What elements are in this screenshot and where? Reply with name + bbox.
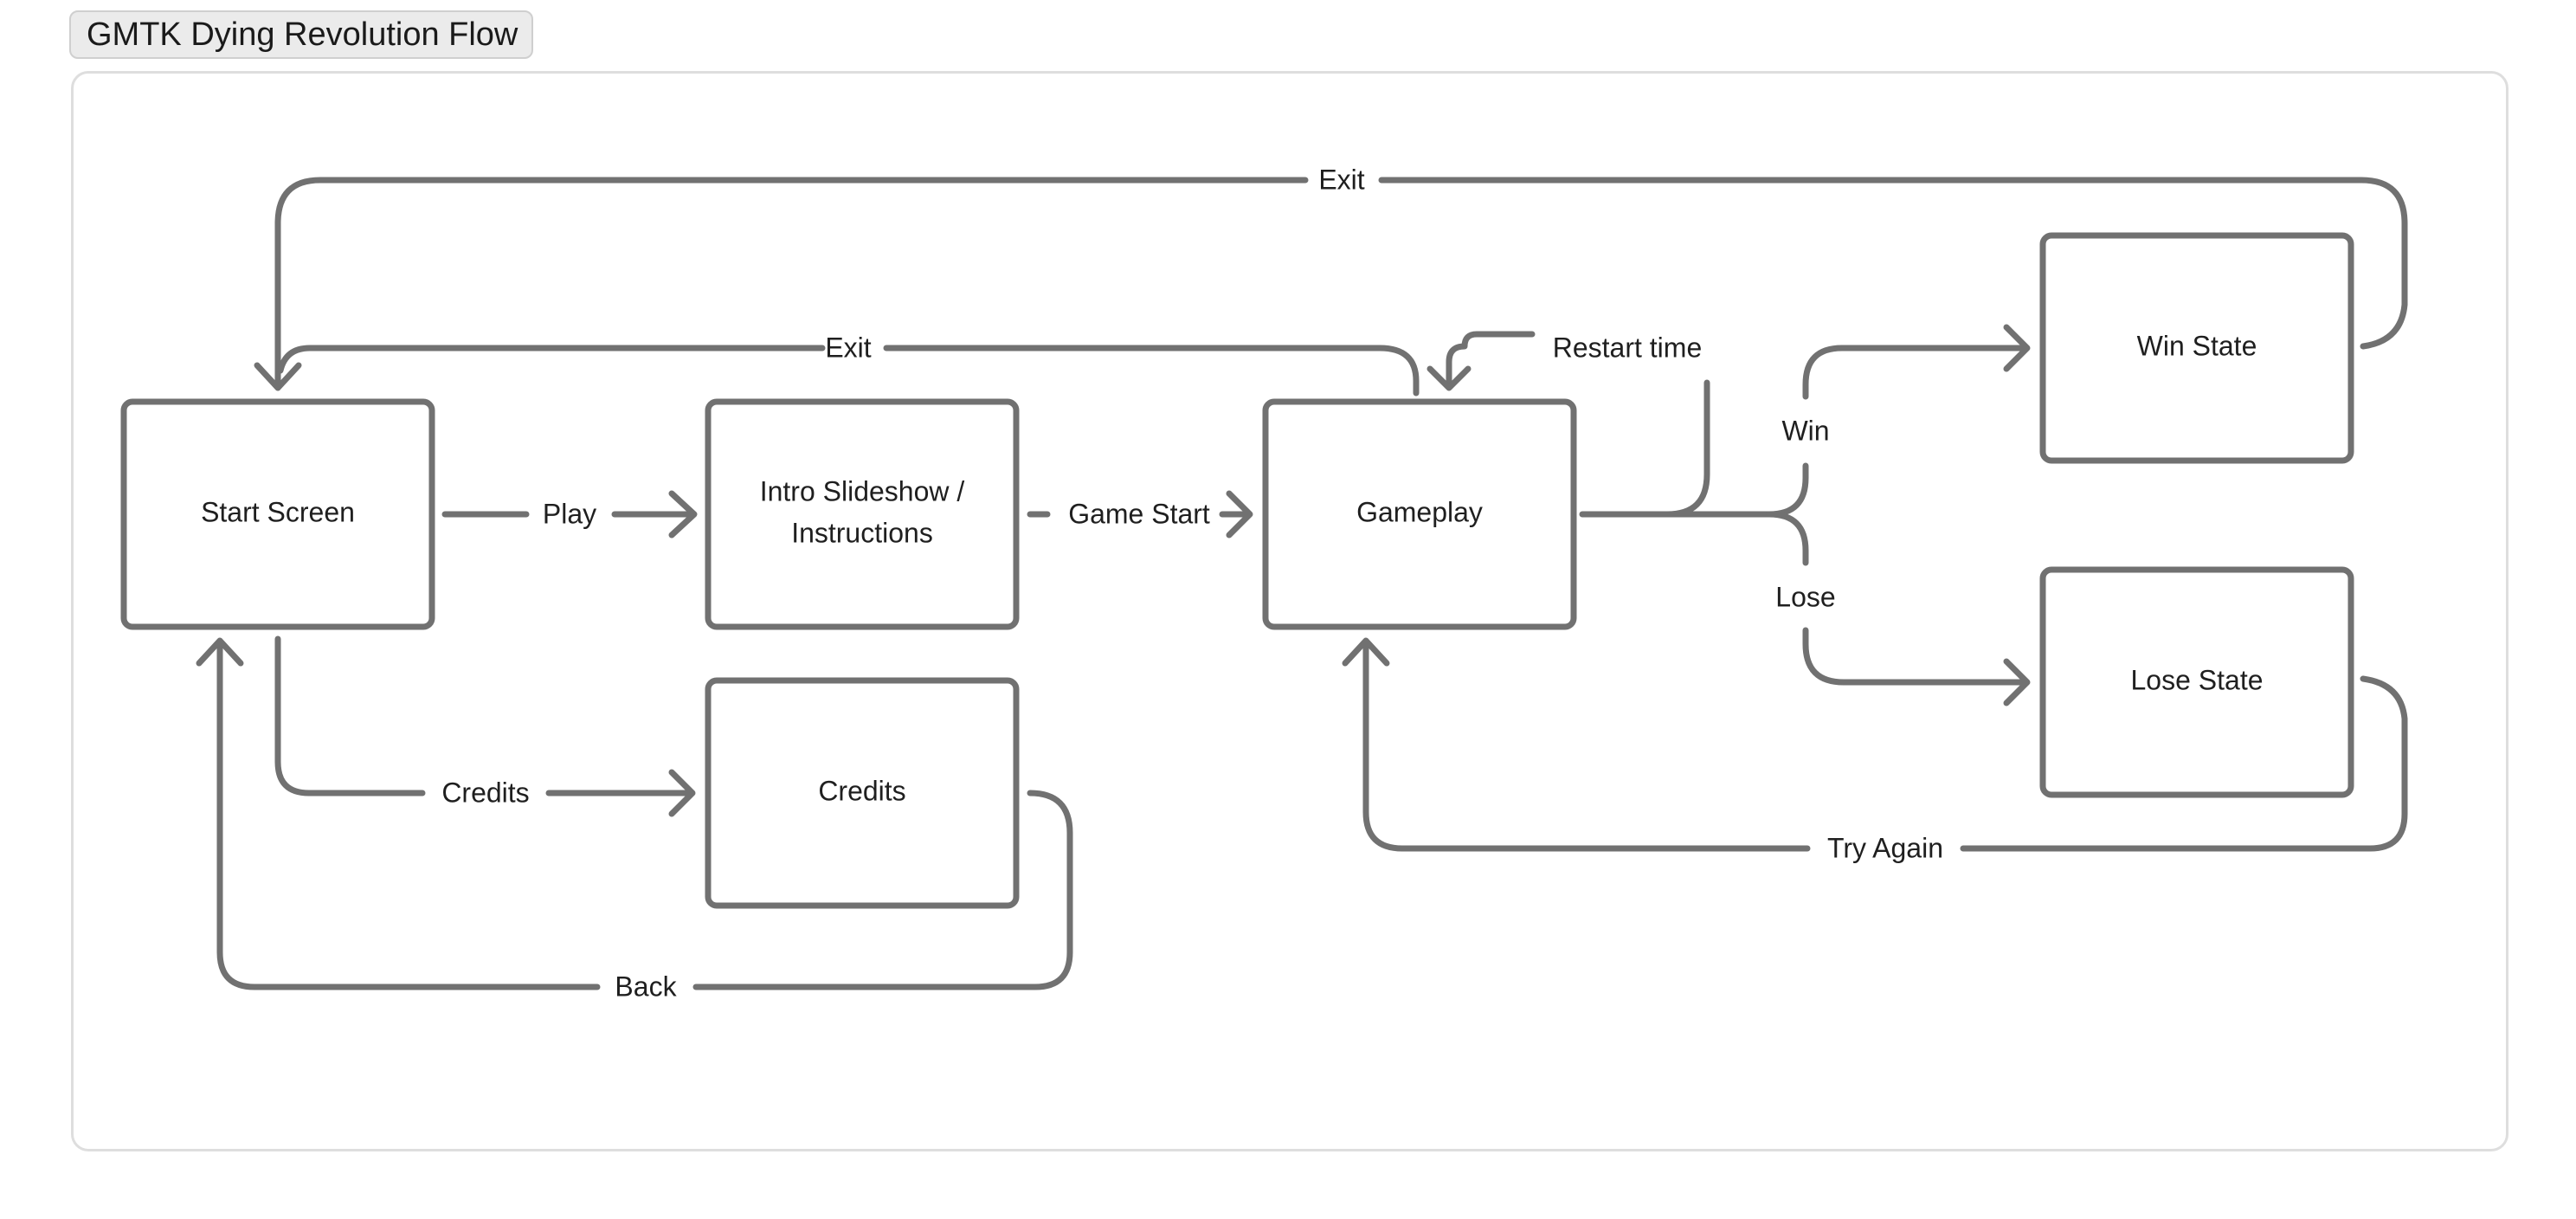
node-credits[interactable]: Credits (705, 677, 1020, 909)
edge-label-lose: Lose (1775, 581, 1835, 612)
edge-back[interactable] (196, 637, 1073, 990)
diagram-frame (71, 71, 2508, 1151)
edge-label-restart-time: Restart time (1553, 332, 1702, 363)
edge-lose[interactable] (1766, 511, 2031, 706)
edge-label-game-start: Game Start (1068, 498, 1210, 529)
edge-label-win: Win (1781, 415, 1829, 446)
edge-play[interactable] (441, 490, 698, 539)
node-intro-slideshow[interactable]: Intro Slideshow / Instructions (705, 398, 1020, 630)
node-start-screen[interactable]: Start Screen (120, 398, 435, 630)
edge-try-again[interactable] (1342, 637, 2408, 852)
edge-exit-gameplay[interactable] (277, 345, 1420, 397)
node-credits-label: Credits (818, 775, 905, 806)
edge-label-credits: Credits (441, 777, 529, 808)
edge-label-exit-top: Exit (1318, 164, 1364, 195)
edge-label-back: Back (615, 971, 677, 1002)
node-intro-label-line2: Instructions (791, 517, 933, 548)
edge-game-start[interactable] (1027, 490, 1253, 539)
node-lose-state[interactable]: Lose State (2039, 566, 2354, 798)
node-lose-state-label: Lose State (2131, 664, 2264, 695)
edge-credits[interactable] (274, 635, 696, 817)
edge-exit-top[interactable] (254, 177, 2408, 391)
edge-label-try-again: Try Again (1827, 832, 1943, 863)
board-title[interactable]: GMTK Dying Revolution Flow (69, 10, 533, 59)
node-gameplay[interactable]: Gameplay (1262, 398, 1577, 630)
node-start-screen-label: Start Screen (201, 496, 355, 527)
edge-label-exit-gameplay: Exit (825, 332, 871, 363)
node-win-state-label: Win State (2137, 330, 2257, 361)
node-intro-label-line1: Intro Slideshow / (760, 475, 965, 506)
node-win-state[interactable]: Win State (2039, 232, 2354, 464)
edge-label-play: Play (543, 498, 596, 529)
node-gameplay-label: Gameplay (1356, 496, 1483, 527)
